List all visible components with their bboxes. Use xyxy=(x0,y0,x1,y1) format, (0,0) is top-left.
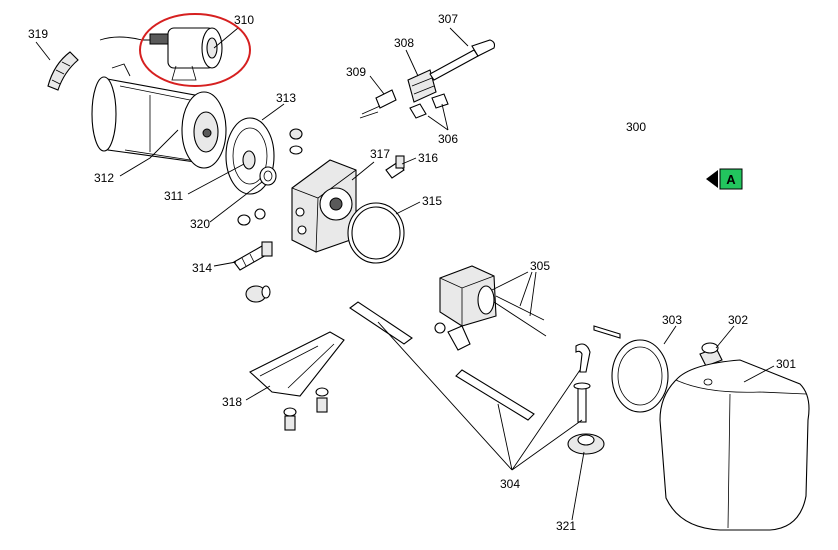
part-307-lever[interactable] xyxy=(429,39,496,81)
part-317-valve-body[interactable] xyxy=(291,159,357,253)
part-plug-fitting[interactable] xyxy=(245,285,271,303)
callout-301: 301 xyxy=(776,357,796,371)
part-318-mount-bracket[interactable] xyxy=(249,331,345,431)
part-306-clips[interactable] xyxy=(409,93,449,119)
part-314-cartridge[interactable] xyxy=(233,241,273,271)
callout-319: 319 xyxy=(28,27,48,41)
marker-label: A xyxy=(726,172,736,187)
callout-312: 312 xyxy=(94,171,114,185)
part-304-tubes[interactable] xyxy=(349,301,591,423)
part-315-o-ring[interactable] xyxy=(347,202,405,264)
part-321-strainer[interactable] xyxy=(567,433,605,455)
marker-arrow-icon xyxy=(706,170,718,188)
callout-304: 304 xyxy=(500,477,520,491)
part-301-reservoir[interactable] xyxy=(659,359,810,531)
callout-305: 305 xyxy=(530,259,550,273)
callout-321: 321 xyxy=(556,519,576,533)
part-312-motor[interactable] xyxy=(91,63,227,169)
part-cap-plugs[interactable] xyxy=(237,128,303,226)
callout-313: 313 xyxy=(276,91,296,105)
callout-316: 316 xyxy=(418,151,438,165)
callout-310: 310 xyxy=(234,13,254,27)
leader-lines xyxy=(35,27,775,521)
part-305-gear-pump[interactable] xyxy=(439,265,547,337)
callout-315: 315 xyxy=(422,194,442,208)
part-310-solenoid[interactable] xyxy=(99,27,223,81)
part-308-lever-boot[interactable] xyxy=(407,69,437,103)
callout-320: 320 xyxy=(190,217,210,231)
callout-303: 303 xyxy=(662,313,682,327)
callout-307: 307 xyxy=(438,12,458,26)
callout-314: 314 xyxy=(192,261,212,275)
part-316-fitting[interactable] xyxy=(385,155,405,179)
callout-308: 308 xyxy=(394,36,414,50)
callout-300: 300 xyxy=(626,120,646,134)
part-320-seal[interactable] xyxy=(259,166,277,186)
part-303-gasket[interactable] xyxy=(611,339,669,413)
callout-306: 306 xyxy=(438,132,458,146)
part-309-sensor[interactable] xyxy=(359,89,397,119)
callout-302: 302 xyxy=(728,313,748,327)
marker-box xyxy=(719,168,743,190)
callout-309: 309 xyxy=(346,65,366,79)
callout-317: 317 xyxy=(370,147,390,161)
section-marker-a[interactable]: A xyxy=(706,168,743,190)
callout-318: 318 xyxy=(222,395,242,409)
callout-labels: 319 310 312 313 311 320 314 317 316 315 … xyxy=(28,12,796,533)
callout-311: 311 xyxy=(164,189,183,203)
part-302-filler-cap[interactable] xyxy=(699,342,723,367)
part-inlet-fittings[interactable] xyxy=(434,322,621,351)
highlight-circle-310 xyxy=(139,13,251,87)
part-319-bracket[interactable] xyxy=(47,51,79,91)
